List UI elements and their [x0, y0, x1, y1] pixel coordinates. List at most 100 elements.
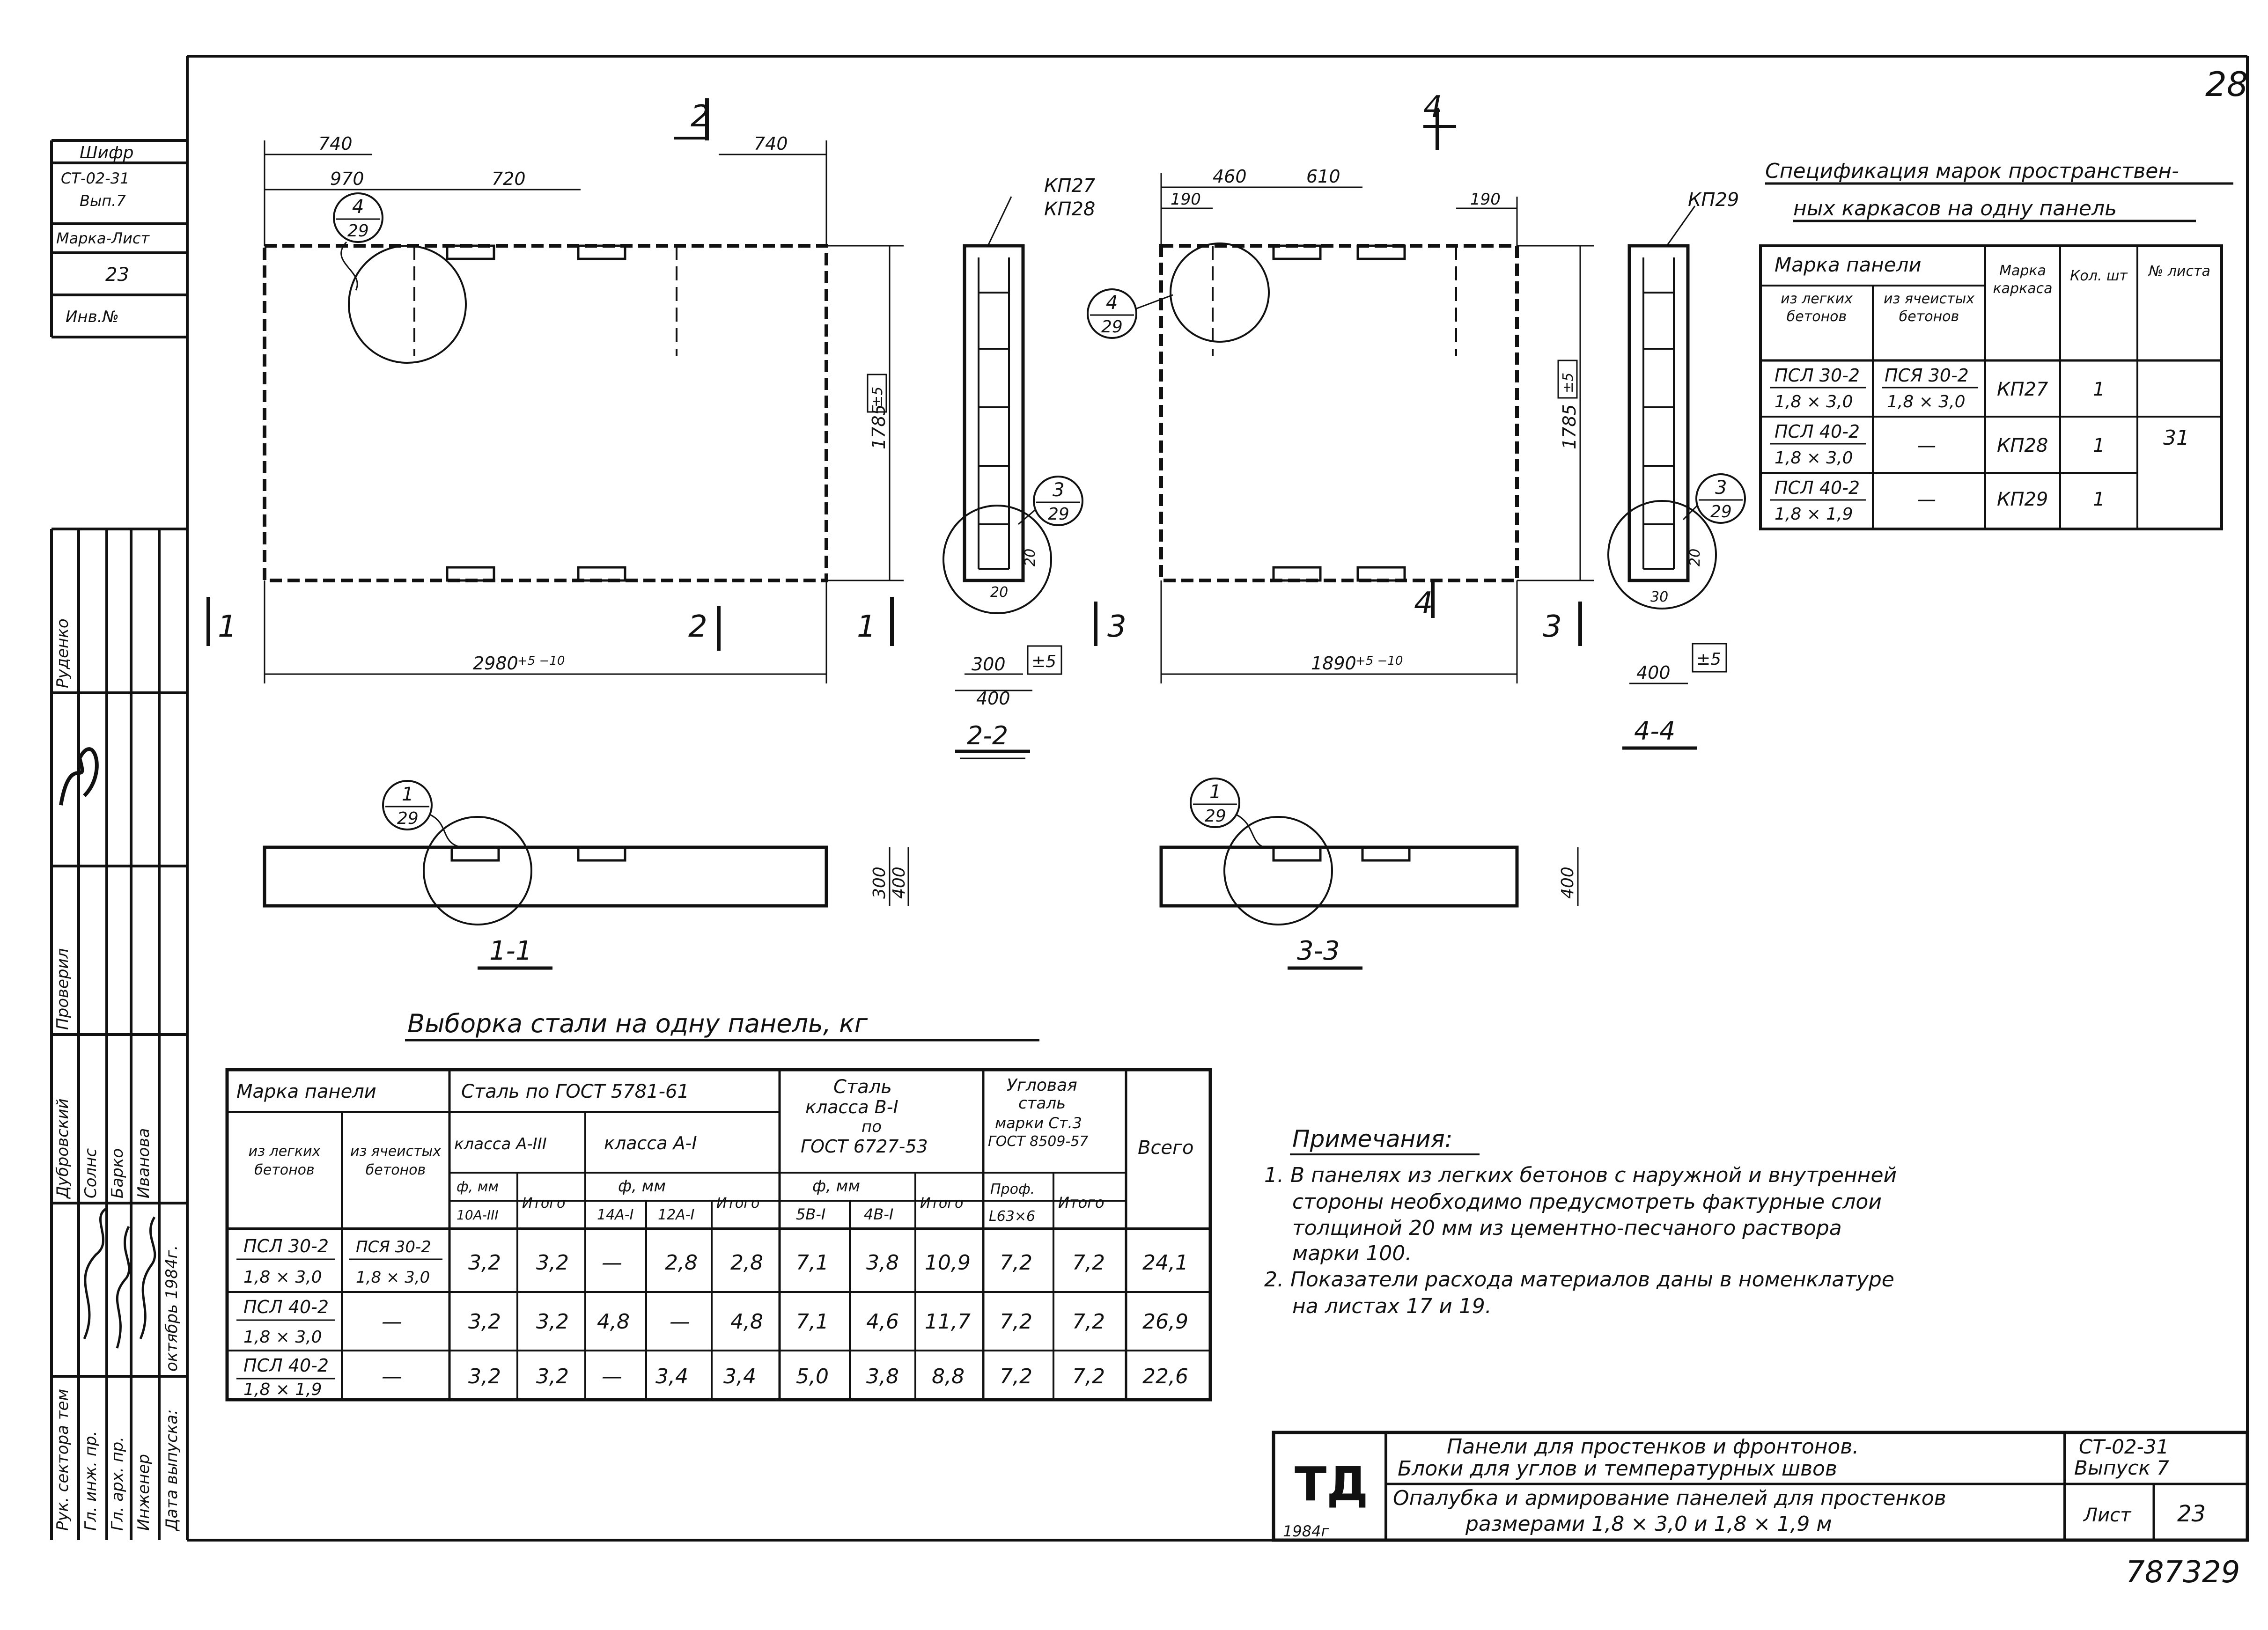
cut-mark-3-right: 3 — [1543, 609, 1562, 644]
dim-1890: 1890 — [1311, 653, 1356, 674]
steel-r2-light-size: 1,8 × 3,0 — [243, 1328, 322, 1347]
tol-1785-b: ±5 — [1560, 373, 1576, 393]
dim-610: 610 — [1306, 166, 1340, 187]
title-line-2: Блоки для углов и температурных швов — [1398, 1457, 1837, 1481]
steel-h-gost5781: Сталь по ГОСТ 5781-61 — [461, 1081, 689, 1102]
spec-r1-light-size: 1,8 × 3,0 — [1775, 392, 1853, 411]
cut-mark-4-top: 4 — [1423, 90, 1443, 125]
steel-r1-a3: 3,2 — [468, 1251, 501, 1275]
steel-r2-all: 26,9 — [1142, 1310, 1188, 1334]
steel-r3-bt: 8,8 — [932, 1365, 965, 1388]
spec-r1-frame: КП27 — [1997, 379, 2048, 400]
spec-h-cell: из ячеистых бетонов — [1883, 291, 1975, 325]
dim-400: 400 — [976, 688, 1010, 709]
steel-h-phi-1: ф, мм — [457, 1179, 499, 1195]
callout-1-num: 1 — [402, 784, 413, 805]
signature-column: Рук. сектора тем Гл. инж. пр. Гл. арх. п… — [50, 528, 187, 1540]
side-stamp: Шифр СТ-02-31 Вып.7 Марка-Лист 23 Инв.№ — [50, 139, 187, 338]
title-line-1: Панели для простенков и фронтонов. — [1447, 1435, 1859, 1459]
dim-740-right: 740 — [754, 133, 788, 154]
steel-h-all: Всего — [1138, 1137, 1194, 1159]
dim-1785-b: 1785 — [1559, 404, 1580, 449]
dim-30: 30 — [1650, 589, 1668, 605]
steel-r3-a14: — — [602, 1365, 622, 1388]
steel-h-14: 14А-I — [597, 1207, 634, 1223]
tol-4-4: ±5 — [1696, 650, 1721, 669]
steel-r1-a1t: 2,8 — [730, 1251, 763, 1275]
notes-line-3: толщиной 20 мм из цементно-песчаного рас… — [1292, 1216, 1842, 1240]
steel-r1-light-size: 1,8 × 3,0 — [243, 1268, 322, 1287]
callout-1-sheet: 29 — [397, 809, 419, 828]
steel-h-angle-c: марки Ст.3 — [995, 1114, 1082, 1132]
steel-r1-l: 7,2 — [1000, 1251, 1032, 1275]
cut-mark-4-bottom: 4 — [1414, 586, 1433, 621]
subtitle-line-1: Опалубка и армирование панелей для прост… — [1393, 1486, 1946, 1510]
cut-mark-1-left: 1 — [218, 609, 237, 644]
steel-r3-a3: 3,2 — [468, 1365, 501, 1388]
title-sheet-number: 23 — [2177, 1501, 2206, 1527]
steel-h-angle-a: Угловая — [1007, 1076, 1077, 1095]
steel-r3-l: 7,2 — [1000, 1365, 1032, 1388]
steel-h-total-3: Итого — [920, 1195, 963, 1211]
spec-r2-light: ПСЛ 40-2 — [1775, 421, 1860, 442]
cut-mark-1-right: 1 — [857, 609, 876, 644]
steel-h-total-4: Итого — [1058, 1194, 1105, 1211]
steel-r2-cell: — — [382, 1310, 402, 1334]
frame-kp27: КП27 — [1044, 175, 1096, 197]
dim-400-3-3: 400 — [1558, 866, 1577, 899]
notes-line-6: на листах 17 и 19. — [1292, 1294, 1492, 1318]
steel-r1-b4: 3,8 — [866, 1251, 899, 1275]
steel-h-5: 5В-I — [796, 1205, 825, 1223]
tol-1785: ±5 — [869, 387, 886, 407]
section-4-4-label: 4-4 — [1634, 716, 1675, 746]
steel-r1-all: 24,1 — [1142, 1251, 1188, 1275]
steel-r3-a3t: 3,2 — [536, 1365, 569, 1388]
steel-r3-light: ПСЛ 40-2 — [243, 1355, 329, 1376]
steel-r1-cell: ПСЯ 30-2 — [356, 1238, 431, 1256]
callout-1b-num: 1 — [1209, 781, 1221, 803]
notes-title: Примечания: — [1292, 1125, 1453, 1153]
callout-3b-num: 3 — [1715, 477, 1727, 499]
dim-20-b: 20 — [1687, 549, 1703, 566]
dim-300: 300 — [972, 654, 1006, 675]
dim-300-1-1: 300 — [870, 866, 889, 899]
steel-h-phi-3: ф, мм — [812, 1177, 860, 1196]
steel-h-class1: класса А-I — [604, 1133, 697, 1153]
dim-2980: 2980 — [473, 653, 518, 674]
side-issue: Вып.7 — [80, 192, 126, 210]
spec-r1-cell-size: 1,8 × 3,0 — [1887, 392, 1966, 411]
steel-h-angle-d: ГОСТ 8509-57 — [988, 1133, 1088, 1150]
title-series: СТ-02-31 — [2079, 1435, 2169, 1458]
steel-h-total-2: Итого — [716, 1195, 759, 1211]
sig-top-2: Проверил — [53, 948, 72, 1030]
spec-title-2: ных каркасов на одну панель — [1793, 197, 2117, 220]
cut-mark-3-left: 3 — [1107, 609, 1127, 644]
steel-h-total-1: Итого — [522, 1195, 565, 1211]
steel-r3-a1t: 3,4 — [723, 1365, 756, 1388]
spec-r2-qty: 1 — [2093, 435, 2105, 456]
steel-h-10: 10А-III — [457, 1207, 499, 1223]
callout-4-sheet: 29 — [347, 221, 369, 241]
cut-mark-2-bottom: 2 — [688, 609, 707, 644]
spec-r3-light-size: 1,8 × 1,9 — [1775, 505, 1853, 524]
dim-20-horizontal: 20 — [990, 584, 1008, 601]
steel-r3-lt: 7,2 — [1072, 1365, 1105, 1388]
notes-line-5: 2. Показатели расхода материалов даны в … — [1264, 1268, 1894, 1292]
steel-r1-bt: 10,9 — [925, 1251, 971, 1275]
sig-name-1: Дубровский — [53, 1099, 72, 1200]
section-1-1: 300 400 1 29 1-1 — [263, 780, 909, 970]
steel-r3-b4: 3,8 — [866, 1365, 899, 1388]
sig-name-4: Иванова — [134, 1128, 153, 1198]
cut-mark-2-top: 2 — [691, 99, 710, 134]
sig-name-5: октябрь 1984г. — [162, 1245, 181, 1372]
side-sheet: 23 — [105, 264, 129, 286]
spec-title-1: Спецификация марок пространствен- — [1765, 159, 2179, 183]
notes: Примечания: 1. В панелях из легких бетон… — [1264, 1125, 1897, 1318]
spec-r3-frame: КП29 — [1997, 489, 2048, 510]
callout-3-num: 3 — [1053, 479, 1064, 501]
steel-title: Выборка стали на одну панель, кг — [407, 1009, 868, 1038]
steel-h-phi-2: ф, мм — [618, 1177, 666, 1196]
dim-190-left: 190 — [1171, 190, 1201, 209]
section-3-3-label: 3-3 — [1297, 936, 1340, 966]
